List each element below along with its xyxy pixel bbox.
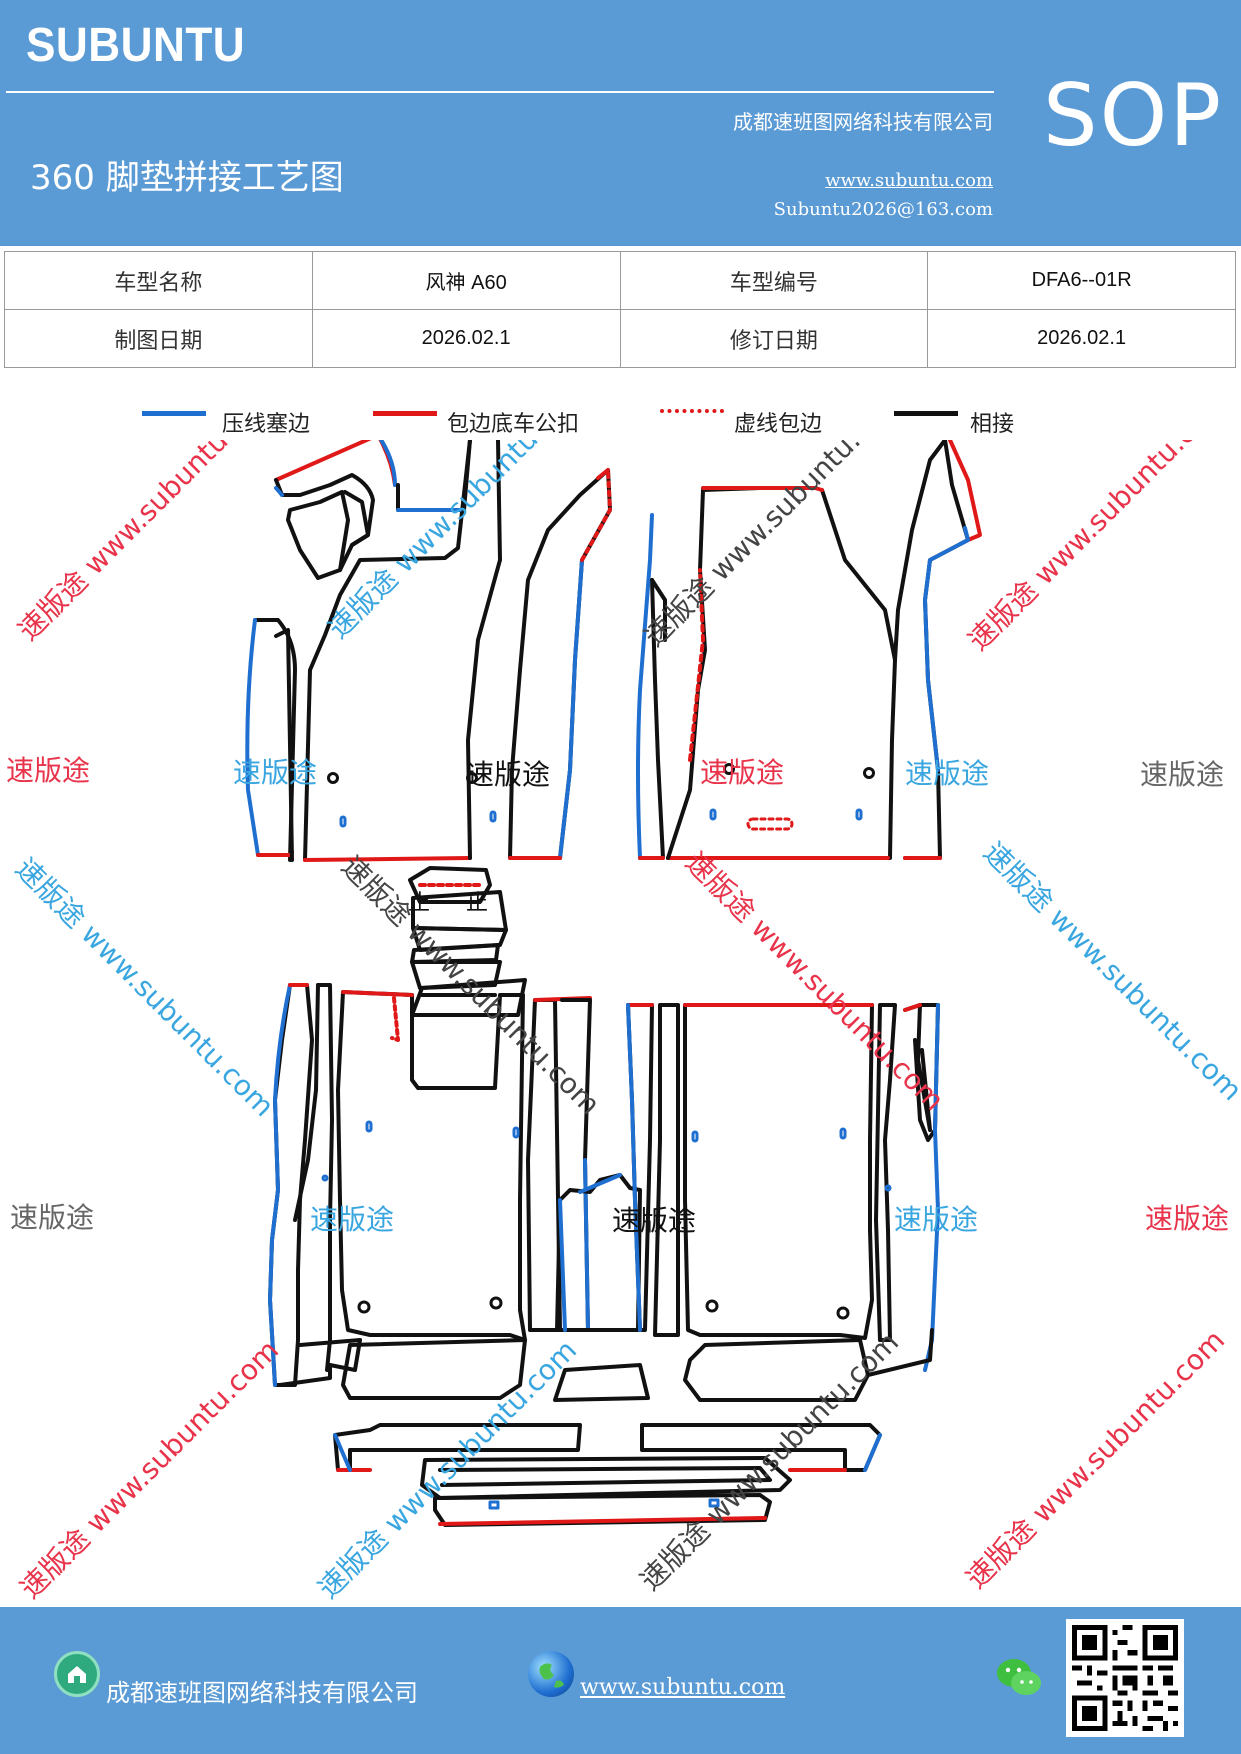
legend-label: 相接: [970, 412, 1015, 437]
legend-swatch: [373, 411, 437, 416]
globe-icon: [528, 1651, 574, 1697]
page-title: 360 脚垫拼接工艺图: [30, 158, 344, 198]
driver-front-mat: [245, 440, 612, 862]
sop-label: SOP: [1043, 66, 1224, 166]
legend-label: 包边底车公扣: [447, 412, 580, 437]
watermark: 速版途 www.subuntu.com: [312, 1333, 584, 1600]
stop-mark: 止: [466, 891, 488, 916]
revise-date-value: 2026.02.1: [927, 309, 1236, 368]
watermark: 速版途 www.subuntu.com: [9, 852, 281, 1124]
qr-code: [1066, 1619, 1184, 1737]
watermark: 速版途 www.subuntu.com: [679, 846, 951, 1118]
page-header: SUBUNTU SOP 成都速班图网络科技有限公司 360 脚垫拼接工艺图 ww…: [0, 0, 1241, 246]
model-code-label: 车型编号: [619, 251, 929, 310]
table-row: 制图日期 2026.02.1 修订日期 2026.02.1: [4, 309, 1236, 368]
model-name-value: 风神 A60: [311, 251, 621, 310]
tunnel-pieces: [408, 866, 527, 1017]
header-website-link[interactable]: www.subuntu.com: [825, 170, 993, 191]
watermark: 速版途: [233, 756, 317, 789]
rear-bottom-pieces: [278, 1328, 934, 1527]
table-row: 车型名称 风神 A60 车型编号 DFA6--01R: [4, 251, 1236, 310]
passenger-front-mat: [636, 440, 982, 860]
watermark: 速版途: [905, 757, 989, 790]
watermark: 速版途 www.subuntu.com: [634, 1325, 906, 1597]
legend-label: 压线塞边: [222, 412, 311, 437]
draw-date-value: 2026.02.1: [311, 309, 621, 368]
watermark: 速版途: [1145, 1202, 1229, 1235]
floor-mat-diagram: 止 止 速版途 速版途 速版途 速版途 速版途 速版途 速版途 速版途 速版途 …: [6, 440, 1241, 1600]
revise-date-label: 修订日期: [619, 309, 929, 368]
diagonal-watermarks: 速版途 www.subuntu.com 速版途 www.subuntu.com …: [9, 440, 1241, 1600]
header-divider: [6, 91, 994, 93]
watermark: 速版途 www.subuntu.com: [638, 440, 910, 653]
stop-mark: 止: [408, 891, 430, 916]
rear-right-mat: [626, 1003, 940, 1372]
watermark: 速版途: [310, 1203, 394, 1236]
watermark: 速版途: [612, 1204, 696, 1237]
watermark: 速版途 www.subuntu.com: [14, 1333, 286, 1600]
watermark: 速版途 www.subuntu.com: [962, 440, 1234, 657]
page-footer: 成都速班图网络科技有限公司 www.subuntu.com: [0, 1607, 1241, 1754]
watermark: 速版途: [894, 1203, 978, 1236]
footer-website-link[interactable]: www.subuntu.com: [580, 1675, 786, 1700]
watermark: 速版途: [10, 1201, 94, 1234]
brand-logo: SUBUNTU: [26, 19, 246, 72]
model-name-label: 车型名称: [4, 251, 313, 310]
legend-label: 虚线包边: [734, 412, 823, 437]
model-code-value: DFA6--01R: [927, 251, 1236, 310]
watermark: 速版途: [466, 758, 550, 791]
header-company: 成都速班图网络科技有限公司: [733, 110, 993, 134]
wechat-icon: [994, 1655, 1044, 1701]
watermark: 速版途: [1140, 758, 1224, 791]
watermark: 速版途: [6, 754, 90, 787]
watermark: 速版途 www.subuntu.com: [12, 440, 284, 647]
watermark: 速版途: [700, 756, 784, 789]
brand-watermarks: 速版途 速版途 速版途 速版途 速版途 速版途 速版途 速版途 速版途 速版途 …: [6, 754, 1229, 1237]
legend-swatch: [142, 411, 206, 416]
footer-company: 成都速班图网络科技有限公司: [106, 1679, 418, 1707]
center-rear-mat: [555, 1173, 642, 1332]
watermark: 速版途 www.subuntu.com: [977, 836, 1241, 1108]
header-email[interactable]: Subuntu2026@163.com: [773, 199, 993, 220]
vehicle-info-table: 车型名称 风神 A60 车型编号 DFA6--01R 制图日期 2026.02.…: [4, 251, 1236, 368]
legend-swatch: [894, 411, 958, 416]
legend: 压线塞边 包边底车公扣 虚线包边 相接: [0, 398, 1241, 438]
legend-swatch: [660, 409, 724, 413]
draw-date-label: 制图日期: [4, 309, 313, 368]
watermark: 速版途 www.subuntu.com: [960, 1323, 1232, 1595]
home-icon: [54, 1651, 100, 1697]
